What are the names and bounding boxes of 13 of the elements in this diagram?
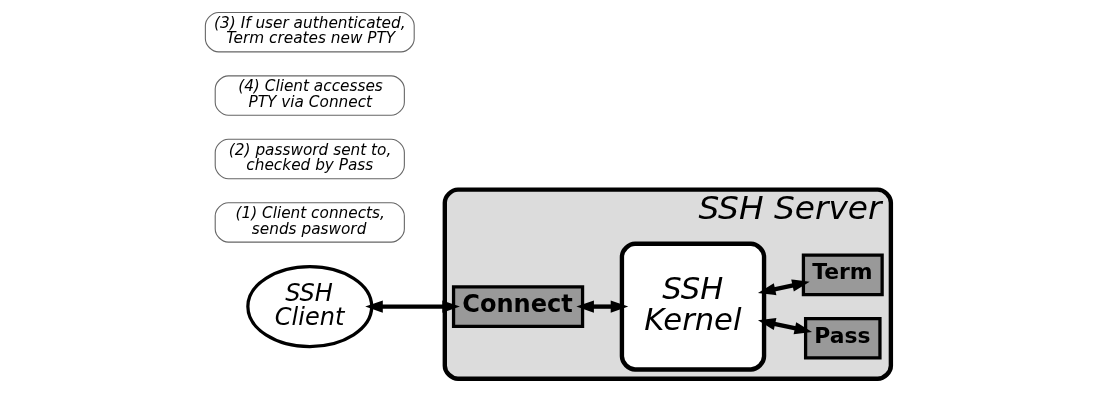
node-box: (4) Client accesses PTY via Connect [214, 75, 405, 116]
node-box: Pass [803, 317, 882, 360]
node-box: Term [801, 253, 884, 297]
arrow [757, 279, 810, 296]
node-box: (2) password sent to, checked by Pass [214, 138, 405, 180]
arrow [757, 318, 812, 335]
node-box: SSH Kernel [619, 241, 766, 372]
arrow [575, 300, 628, 313]
node-ellipse: SSH Client [245, 265, 373, 349]
node-box: (3) If user authenticated, Term creates new PTY [204, 11, 415, 53]
arrow [364, 300, 460, 313]
node-box: Connect [451, 285, 584, 328]
node-box: (1) Client connects, sends pasword [214, 202, 405, 243]
